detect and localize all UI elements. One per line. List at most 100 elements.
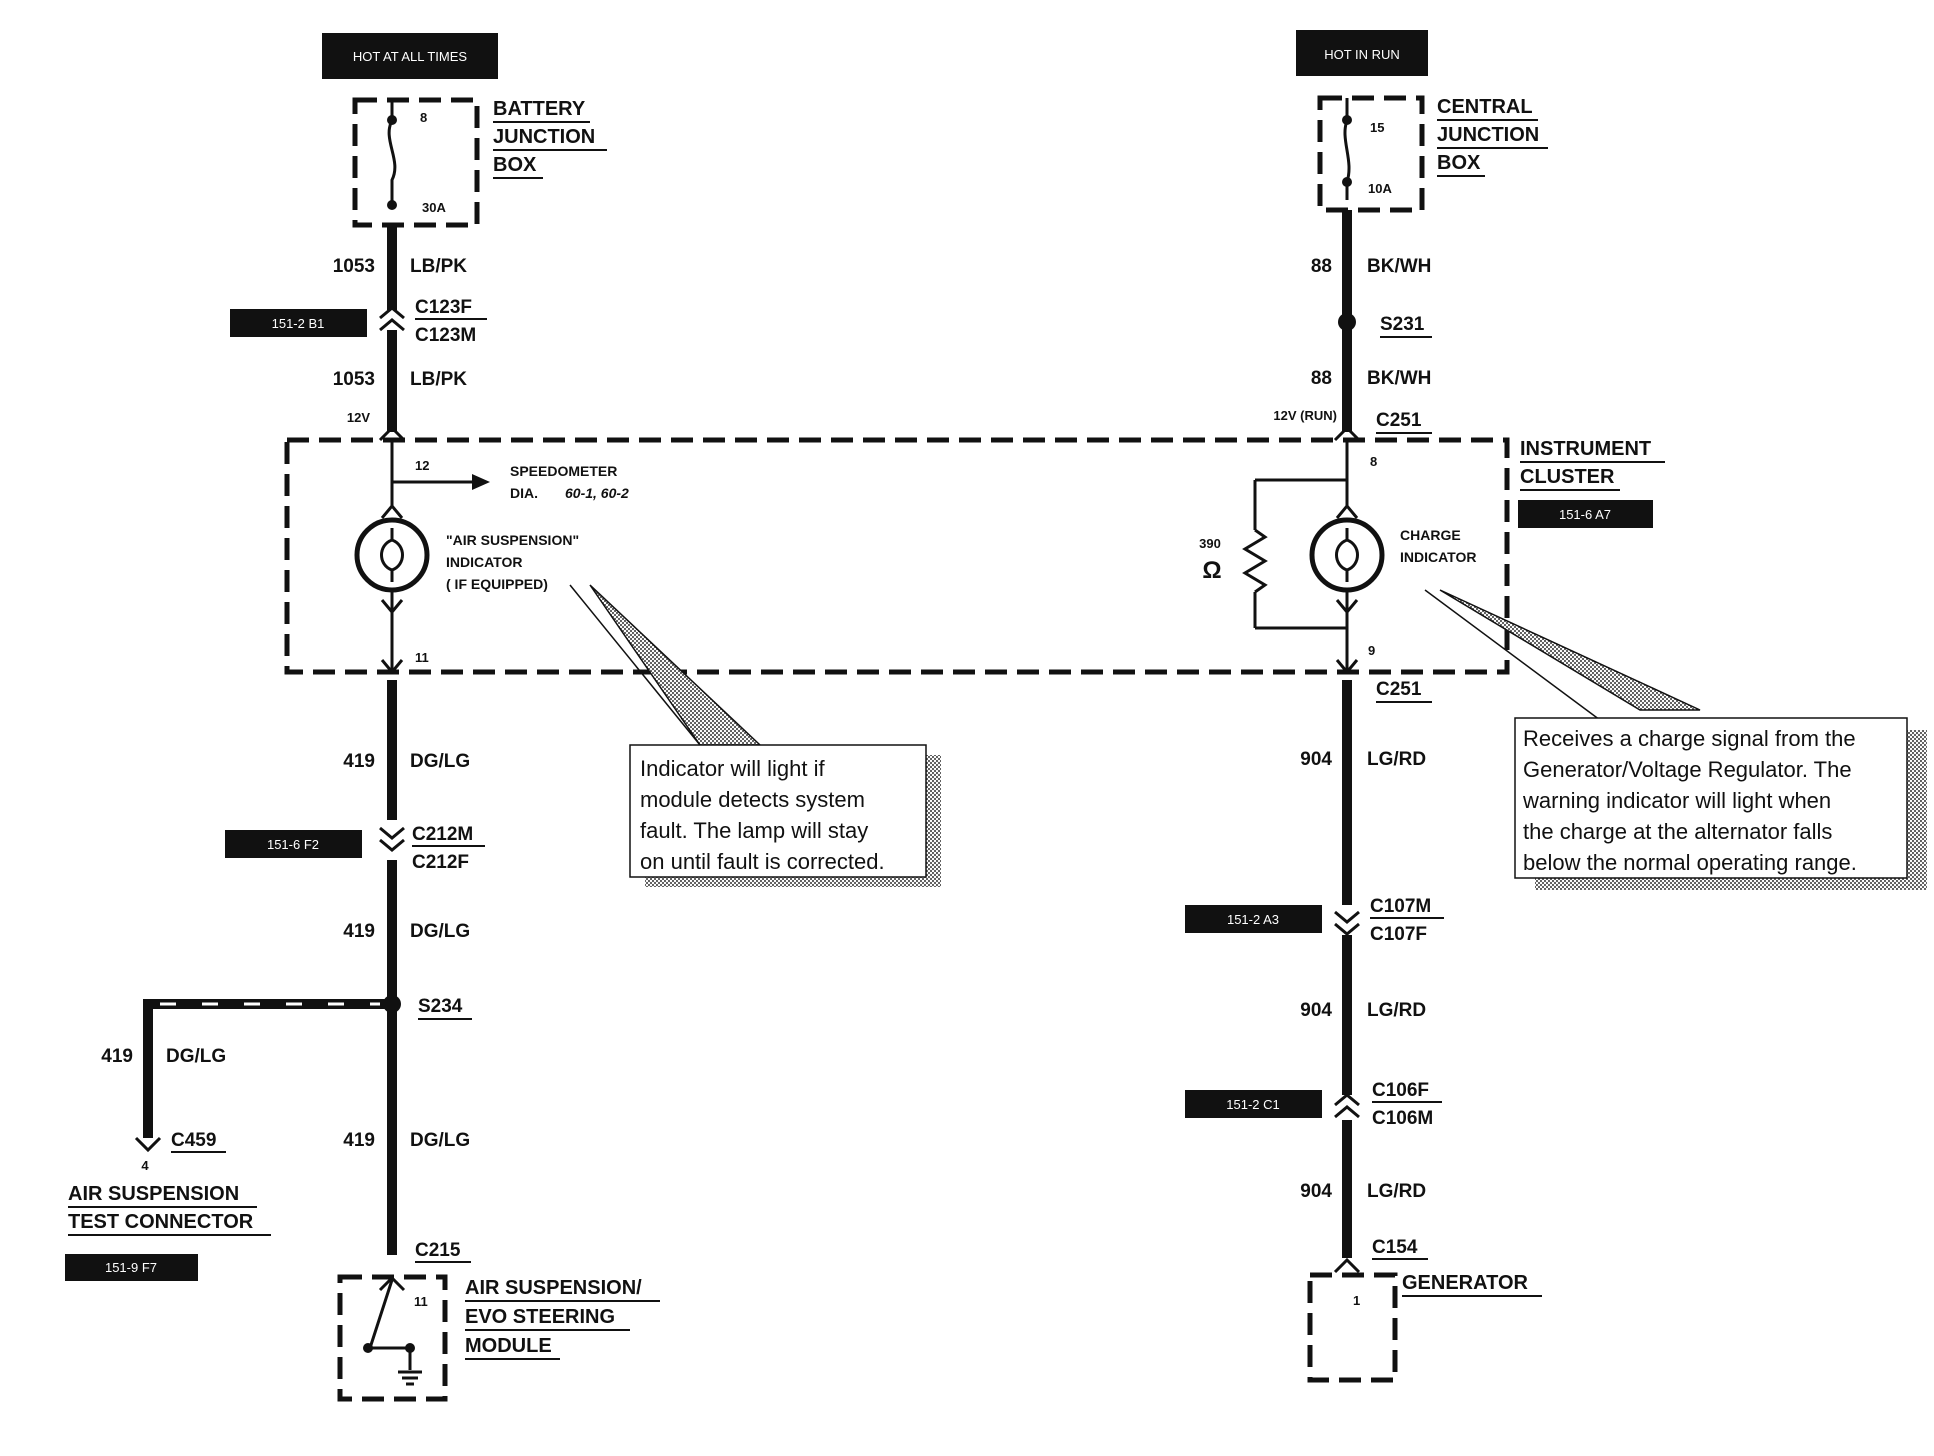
air-suspension-module: 11 AIR SUSPENSION/ EVO STEERING MODULE bbox=[337, 1274, 660, 1402]
svg-text:151-2 C1: 151-2 C1 bbox=[1226, 1097, 1279, 1112]
charge-note-line-2: Generator/Voltage Regulator. The bbox=[1523, 757, 1852, 782]
left-wire bbox=[378, 225, 406, 1255]
air-note-line-1: Indicator will light if bbox=[640, 756, 826, 781]
wire-88-b-color: BK/WH bbox=[1367, 368, 1431, 389]
battery-jb-label-2: JUNCTION bbox=[493, 126, 595, 148]
branch-wire-circuit: 419 bbox=[101, 1046, 133, 1067]
connector-c251-top: C251 bbox=[1376, 410, 1422, 431]
central-fuse-number: 15 bbox=[1370, 120, 1384, 135]
power-tag-hot-at-all-times: HOT AT ALL TIMES bbox=[322, 33, 498, 79]
connector-c154: C154 bbox=[1372, 1237, 1418, 1258]
wire-1053-a-circuit: 1053 bbox=[333, 256, 375, 277]
branch-pin: 4 bbox=[141, 1158, 149, 1173]
resistor-value: 390 bbox=[1199, 536, 1221, 551]
right-wire bbox=[1333, 210, 1361, 1258]
power-tag-right-text: HOT IN RUN bbox=[1324, 47, 1400, 62]
central-junction-box: 15 10A CENTRAL JUNCTION BOX bbox=[1317, 95, 1548, 213]
splice-s234: S234 bbox=[418, 996, 463, 1017]
connector-c212f: C212F bbox=[412, 852, 469, 873]
speedometer-label-2: DIA. bbox=[510, 485, 538, 501]
svg-text:151-6 F2: 151-6 F2 bbox=[267, 837, 319, 852]
battery-junction-box: 8 30A BATTERY JUNCTION BOX bbox=[352, 97, 607, 228]
speedometer-arrow-icon bbox=[472, 474, 490, 490]
cluster-label-2: CLUSTER bbox=[1520, 466, 1615, 488]
test-connector-label-2: TEST CONNECTOR bbox=[68, 1211, 254, 1233]
connector-c251-bottom: C251 bbox=[1376, 679, 1422, 700]
connector-ref-c459: 151-9 F7 bbox=[65, 1254, 198, 1281]
left-wire-labels: 1053 LB/PK 151-2 B1 C123F C123M 1053 LB/… bbox=[225, 256, 487, 1263]
svg-text:151-9 F7: 151-9 F7 bbox=[105, 1260, 157, 1275]
charge-note-line-5: below the normal operating range. bbox=[1523, 850, 1857, 875]
wire-904-d-color: LG/RD bbox=[1367, 1000, 1426, 1021]
connector-c107f: C107F bbox=[1370, 924, 1427, 945]
module-label-1: AIR SUSPENSION/ bbox=[465, 1277, 642, 1299]
wire-904-c-color: LG/RD bbox=[1367, 749, 1426, 770]
battery-fuse-rating: 30A bbox=[422, 200, 446, 215]
svg-text:151-2 A3: 151-2 A3 bbox=[1227, 912, 1279, 927]
svg-text:151-6 A7: 151-6 A7 bbox=[1559, 507, 1611, 522]
battery-fuse-number: 8 bbox=[420, 110, 427, 125]
air-indicator-label-2: INDICATOR bbox=[446, 554, 522, 570]
charge-indicator-label-1: CHARGE bbox=[1400, 527, 1461, 543]
right-pin-out: 9 bbox=[1368, 643, 1375, 658]
wire-419-d-color: DG/LG bbox=[410, 921, 470, 942]
connector-ref-c106: 151-2 C1 bbox=[1185, 1090, 1322, 1118]
wire-904-c-circuit: 904 bbox=[1300, 749, 1332, 770]
central-jb-label-3: BOX bbox=[1437, 152, 1481, 174]
air-note-line-4: on until fault is corrected. bbox=[640, 849, 885, 874]
speedometer-label-1: SPEEDOMETER bbox=[510, 463, 617, 479]
generator-pin: 1 bbox=[1353, 1293, 1360, 1308]
central-fuse-rating: 10A bbox=[1368, 181, 1392, 196]
connector-c107m: C107M bbox=[1370, 896, 1431, 917]
wire-419-c-circuit: 419 bbox=[343, 751, 375, 772]
branch-wire-test-connector: 419 DG/LG C459 4 AIR SUSPENSION TEST CON… bbox=[65, 999, 392, 1281]
charge-indicator-label-2: INDICATOR bbox=[1400, 549, 1476, 565]
splice-s231: S231 bbox=[1380, 314, 1425, 335]
branch-wire-color: DG/LG bbox=[166, 1046, 226, 1067]
connector-c215: C215 bbox=[415, 1240, 461, 1261]
left-pin-in: 12 bbox=[415, 458, 429, 473]
right-pin-in: 8 bbox=[1370, 454, 1377, 469]
charge-note-line-4: the charge at the alternator falls bbox=[1523, 819, 1832, 844]
central-jb-label-1: CENTRAL bbox=[1437, 96, 1533, 118]
power-tag-left-text: HOT AT ALL TIMES bbox=[353, 49, 467, 64]
module-label-3: MODULE bbox=[465, 1335, 552, 1357]
generator: 1 GENERATOR bbox=[1307, 1257, 1542, 1383]
charge-note: Receives a charge signal from the Genera… bbox=[1424, 589, 1927, 890]
wire-419-e-color: DG/LG bbox=[410, 1130, 470, 1151]
air-note-line-3: fault. The lamp will stay bbox=[640, 818, 868, 843]
air-indicator-label-3: ( IF EQUIPPED) bbox=[446, 576, 548, 592]
connector-c106m: C106M bbox=[1372, 1108, 1433, 1129]
battery-jb-label-1: BATTERY bbox=[493, 98, 586, 120]
connector-c123m: C123M bbox=[415, 325, 476, 346]
wire-904-e-circuit: 904 bbox=[1300, 1181, 1332, 1202]
generator-label: GENERATOR bbox=[1402, 1272, 1528, 1294]
connector-c106f: C106F bbox=[1372, 1080, 1429, 1101]
speedometer-ref: 60-1, 60-2 bbox=[565, 485, 629, 501]
right-voltage: 12V (RUN) bbox=[1273, 408, 1337, 423]
resistor-icon bbox=[1242, 528, 1268, 594]
air-indicator-label-1: "AIR SUSPENSION" bbox=[446, 532, 579, 548]
connector-c123f: C123F bbox=[415, 297, 472, 318]
right-wire-labels: 88 BK/WH S231 88 BK/WH 12V (RUN) C251 C2… bbox=[1185, 256, 1444, 1260]
air-suspension-note: Indicator will light if module detects s… bbox=[569, 584, 941, 887]
battery-jb-label-3: BOX bbox=[493, 154, 537, 176]
central-jb-label-2: JUNCTION bbox=[1437, 124, 1539, 146]
wire-88-a-circuit: 88 bbox=[1311, 256, 1332, 277]
wire-419-c-color: DG/LG bbox=[410, 751, 470, 772]
wire-1053-b-circuit: 1053 bbox=[333, 369, 375, 390]
connector-c212m: C212M bbox=[412, 824, 473, 845]
cluster-ref-tag: 151-6 A7 bbox=[1518, 500, 1653, 528]
resistor-unit: Ω bbox=[1202, 557, 1221, 584]
test-connector-label-1: AIR SUSPENSION bbox=[68, 1183, 239, 1205]
module-pin: 11 bbox=[414, 1294, 428, 1309]
wire-904-d-circuit: 904 bbox=[1300, 1000, 1332, 1021]
charge-note-line-1: Receives a charge signal from the bbox=[1523, 726, 1856, 751]
wire-88-b-circuit: 88 bbox=[1311, 368, 1332, 389]
instrument-cluster: INSTRUMENT CLUSTER 151-6 A7 12 SPEEDOMET… bbox=[284, 437, 1665, 675]
left-voltage: 12V bbox=[347, 410, 370, 425]
wire-419-d-circuit: 419 bbox=[343, 921, 375, 942]
charge-note-line-3: warning indicator will light when bbox=[1522, 788, 1831, 813]
wire-88-a-color: BK/WH bbox=[1367, 256, 1431, 277]
